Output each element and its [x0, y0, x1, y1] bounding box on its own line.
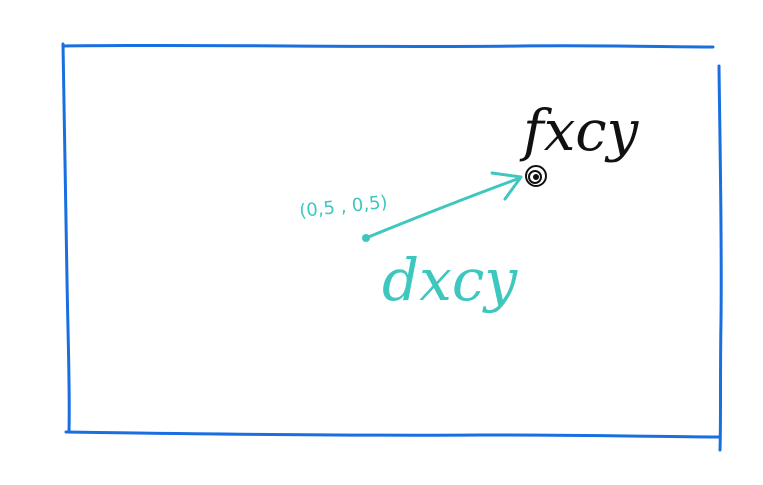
frame-left-edge [61, 42, 71, 434]
offset-arrow [362, 171, 523, 242]
frame [61, 42, 723, 452]
frame-right-edge [717, 64, 723, 452]
frame-top-edge [61, 43, 715, 49]
target-label: fxcy [519, 99, 640, 164]
offset-label: dxcy [382, 246, 518, 314]
arrow-shaft [364, 176, 522, 240]
target-point [525, 165, 547, 187]
arrow-head [490, 171, 523, 201]
frame-bottom-edge [64, 430, 722, 439]
start-coordinate-label: (0,5 , 0,5) [298, 192, 388, 222]
